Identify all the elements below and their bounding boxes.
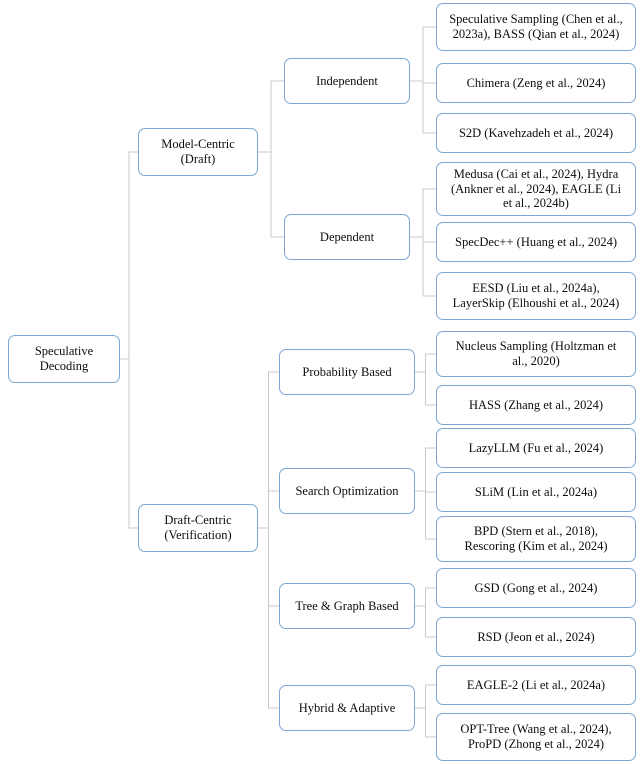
leaf-node[interactable]: Chimera (Zeng et al., 2024): [436, 63, 636, 103]
leaf-node[interactable]: Nucleus Sampling (Holtzman et al., 2020): [436, 331, 636, 377]
category-node-tree-graph-based[interactable]: Tree & Graph Based: [279, 583, 415, 629]
connector-category-to-leaf: [415, 447, 436, 492]
connector-category-to-leaf: [415, 605, 436, 638]
leaf-node-label: EESD (Liu et al., 2024a), LayerSkip (Elh…: [452, 281, 620, 310]
category-node-label: Probability Based: [302, 364, 392, 379]
root-node-label: Speculative Decoding: [34, 344, 94, 373]
leaf-node[interactable]: S2D (Kavehzadeh et al., 2024): [436, 113, 636, 153]
leaf-node-label: HASS (Zhang et al., 2024): [468, 397, 603, 412]
connector-category-to-leaf: [415, 490, 436, 540]
category-node-label: Hybrid & Adaptive: [298, 700, 396, 715]
leaf-node-label: EAGLE-2 (Li et al., 2024a): [466, 677, 606, 692]
connector-branch-to-category: [258, 527, 279, 607]
leaf-node[interactable]: RSD (Jeon et al., 2024): [436, 617, 636, 657]
category-node-search-optimization[interactable]: Search Optimization: [279, 468, 415, 514]
category-node-dependent[interactable]: Dependent: [284, 214, 410, 260]
connector-category-to-leaf: [415, 684, 436, 709]
branch-node-label: Draft-Centric (Verification): [164, 513, 232, 542]
connector-category-to-leaf: [415, 490, 436, 493]
leaf-node-label: LazyLLM (Fu et al., 2024): [468, 440, 604, 455]
leaf-node[interactable]: SpecDec++ (Huang et al., 2024): [436, 222, 636, 262]
connector-category-to-leaf: [415, 707, 436, 738]
leaf-node[interactable]: OPT-Tree (Wang et al., 2024), ProPD (Zho…: [436, 713, 636, 761]
connector-category-to-leaf: [410, 236, 436, 243]
leaf-node-label: OPT-Tree (Wang et al., 2024), ProPD (Zho…: [460, 722, 612, 751]
connector-root-to-branch: [120, 358, 138, 529]
branch-node-model-centric[interactable]: Model-Centric (Draft): [138, 128, 258, 176]
category-node-label: Search Optimization: [295, 483, 399, 498]
connector-branch-to-category: [258, 151, 284, 238]
category-node-hybrid-adaptive[interactable]: Hybrid & Adaptive: [279, 685, 415, 731]
connector-branch-to-category: [258, 527, 279, 709]
leaf-node[interactable]: EAGLE-2 (Li et al., 2024a): [436, 665, 636, 705]
connector-category-to-leaf: [415, 587, 436, 607]
category-node-probability-based[interactable]: Probability Based: [279, 349, 415, 395]
leaf-node-label: S2D (Kavehzadeh et al., 2024): [458, 125, 614, 140]
connector-category-to-leaf: [410, 80, 436, 134]
leaf-node[interactable]: Speculative Sampling (Chen et al., 2023a…: [436, 3, 636, 51]
leaf-node-label: SpecDec++ (Huang et al., 2024): [455, 234, 617, 249]
leaf-node-label: Medusa (Cai et al., 2024), Hydra (Ankner…: [450, 166, 622, 211]
branch-node-draft-centric[interactable]: Draft-Centric (Verification): [138, 504, 258, 552]
connector-category-to-leaf: [410, 80, 436, 84]
leaf-node-label: Speculative Sampling (Chen et al., 2023a…: [449, 12, 623, 41]
leaf-node[interactable]: GSD (Gong et al., 2024): [436, 568, 636, 608]
leaf-node[interactable]: LazyLLM (Fu et al., 2024): [436, 428, 636, 468]
connector-branch-to-category: [258, 490, 279, 529]
connector-category-to-leaf: [410, 188, 436, 238]
leaf-node[interactable]: SLiM (Lin et al., 2024a): [436, 472, 636, 512]
leaf-node[interactable]: HASS (Zhang et al., 2024): [436, 385, 636, 425]
leaf-node-label: Nucleus Sampling (Holtzman et al., 2020): [455, 339, 617, 368]
leaf-node-label: GSD (Gong et al., 2024): [474, 580, 598, 595]
connector-category-to-leaf: [415, 353, 436, 373]
connector-category-to-leaf: [410, 26, 436, 82]
category-node-independent[interactable]: Independent: [284, 58, 410, 104]
category-node-label: Tree & Graph Based: [295, 598, 399, 613]
leaf-node[interactable]: Medusa (Cai et al., 2024), Hydra (Ankner…: [436, 162, 636, 216]
leaf-node[interactable]: EESD (Liu et al., 2024a), LayerSkip (Elh…: [436, 272, 636, 320]
branch-node-label: Model-Centric (Draft): [161, 137, 235, 166]
leaf-node[interactable]: BPD (Stern et al., 2018), Rescoring (Kim…: [436, 516, 636, 562]
connector-branch-to-category: [258, 371, 279, 529]
leaf-node-label: RSD (Jeon et al., 2024): [477, 629, 595, 644]
category-node-label: Dependent: [319, 229, 375, 244]
category-node-label: Independent: [316, 73, 378, 88]
leaf-node-label: Chimera (Zeng et al., 2024): [466, 75, 606, 90]
root-node-speculative-decoding[interactable]: Speculative Decoding: [8, 335, 120, 383]
leaf-node-label: SLiM (Lin et al., 2024a): [474, 484, 598, 499]
connector-category-to-leaf: [415, 371, 436, 406]
leaf-node-label: BPD (Stern et al., 2018), Rescoring (Kim…: [464, 524, 608, 553]
connector-branch-to-category: [258, 80, 284, 153]
connector-category-to-leaf: [410, 236, 436, 297]
connector-root-to-branch: [120, 151, 138, 360]
